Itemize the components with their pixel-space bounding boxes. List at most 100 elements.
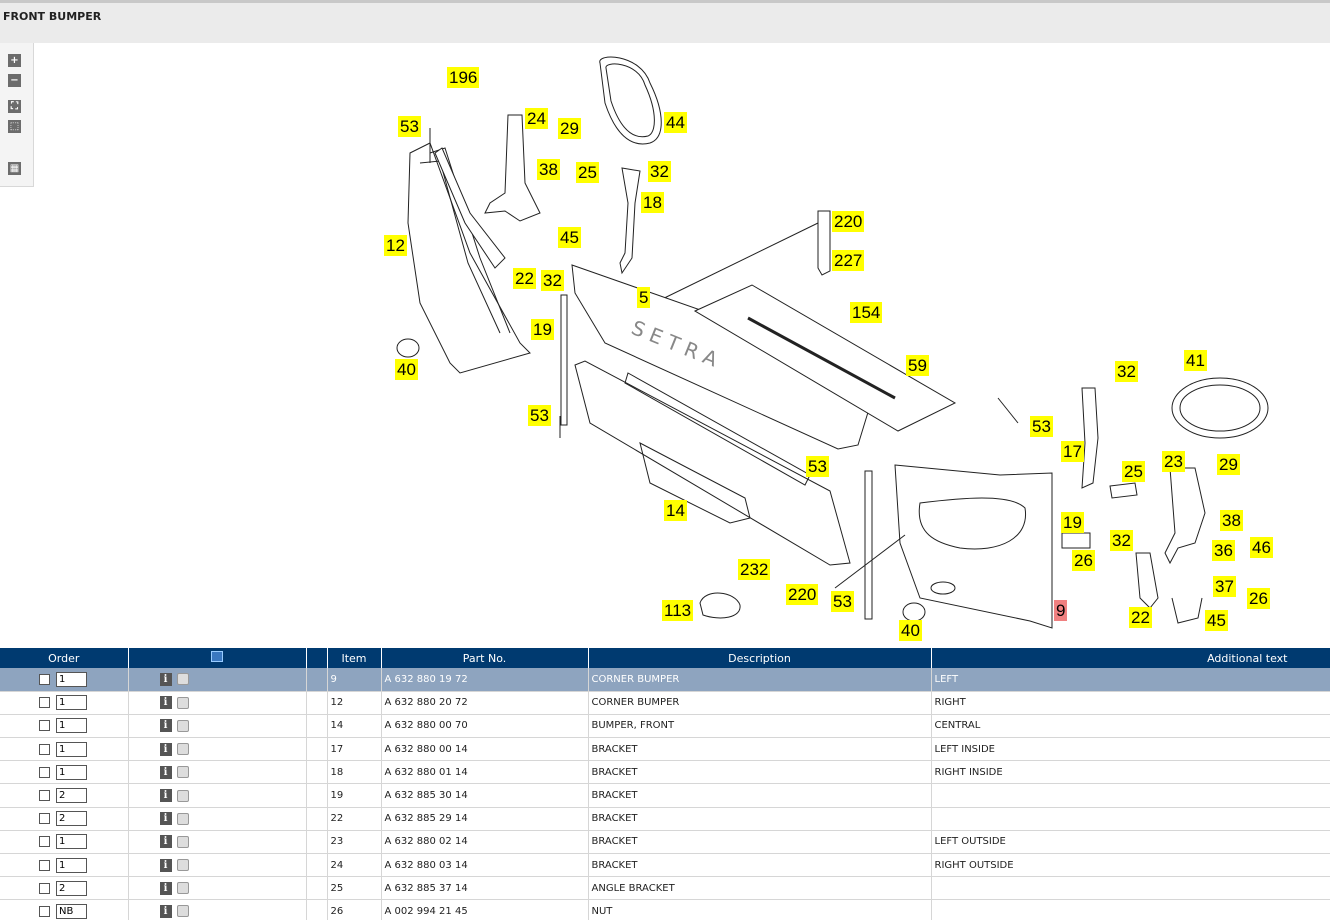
callout-label[interactable]: 44 xyxy=(664,112,687,133)
order-checkbox[interactable] xyxy=(39,790,50,802)
callout-label[interactable]: 19 xyxy=(531,319,554,340)
zoom-region-icon[interactable]: ⬚ xyxy=(8,120,21,133)
info-icon[interactable]: i xyxy=(159,881,172,895)
cube-icon[interactable] xyxy=(176,812,189,825)
column-header-item[interactable]: Item xyxy=(327,648,382,668)
callout-label[interactable]: 12 xyxy=(384,235,407,256)
callout-label-selected[interactable]: 9 xyxy=(1054,600,1068,621)
order-checkbox[interactable] xyxy=(39,905,50,917)
cube-icon[interactable] xyxy=(176,859,189,872)
callout-label[interactable]: 196 xyxy=(447,67,480,88)
fit-to-window-icon[interactable]: ⛶ xyxy=(8,100,21,113)
info-icon[interactable]: i xyxy=(159,696,172,710)
callout-label[interactable]: 19 xyxy=(1061,512,1084,533)
callout-label[interactable]: 32 xyxy=(1115,361,1138,382)
cube-icon[interactable] xyxy=(176,835,189,848)
order-checkbox[interactable] xyxy=(39,743,50,755)
callout-label[interactable]: 40 xyxy=(899,620,922,641)
quantity-input[interactable]: 1 xyxy=(56,857,87,873)
order-checkbox[interactable] xyxy=(39,766,50,778)
callout-label[interactable]: 29 xyxy=(558,118,581,139)
info-icon[interactable]: i xyxy=(159,812,172,826)
parts-diagram[interactable]: S E T R A 196 53 24 29 xyxy=(0,43,1330,648)
callout-label[interactable]: 5 xyxy=(637,287,651,308)
callout-label[interactable]: 36 xyxy=(1212,540,1235,561)
callout-label[interactable]: 26 xyxy=(1247,588,1270,609)
callout-label[interactable]: 22 xyxy=(513,268,536,289)
info-icon[interactable]: i xyxy=(159,719,172,733)
quantity-input[interactable]: 2 xyxy=(56,788,87,804)
callout-label[interactable]: 53 xyxy=(806,456,829,477)
zoom-in-icon[interactable]: + xyxy=(8,54,21,67)
order-checkbox[interactable] xyxy=(39,859,50,871)
callout-label[interactable]: 32 xyxy=(541,270,564,291)
callout-label[interactable]: 26 xyxy=(1072,550,1095,571)
callout-label[interactable]: 154 xyxy=(850,302,883,323)
quantity-input[interactable]: 1 xyxy=(56,741,87,757)
callout-label[interactable]: 40 xyxy=(395,359,418,380)
callout-label[interactable]: 14 xyxy=(664,500,687,521)
callout-label[interactable]: 53 xyxy=(398,116,421,137)
cube-icon[interactable] xyxy=(176,719,189,732)
quantity-input[interactable]: 1 xyxy=(56,671,87,687)
callout-label[interactable]: 53 xyxy=(1030,416,1053,437)
info-icon[interactable]: i xyxy=(159,835,172,849)
cube-icon[interactable] xyxy=(176,743,189,756)
callout-label[interactable]: 18 xyxy=(641,192,664,213)
search-icon[interactable] xyxy=(211,651,223,662)
info-icon[interactable]: i xyxy=(159,672,172,686)
column-header-part-no[interactable]: Part No. xyxy=(381,648,589,668)
order-checkbox[interactable] xyxy=(39,813,50,825)
zoom-out-icon[interactable]: − xyxy=(8,74,21,87)
cube-icon[interactable] xyxy=(176,696,189,709)
callout-label[interactable]: 46 xyxy=(1250,537,1273,558)
cube-icon[interactable] xyxy=(176,789,189,802)
quantity-input[interactable]: 1 xyxy=(56,764,87,780)
callout-label[interactable]: 232 xyxy=(738,559,771,580)
callout-label[interactable]: 53 xyxy=(528,405,551,426)
order-checkbox[interactable] xyxy=(39,697,50,709)
callout-label[interactable]: 41 xyxy=(1184,350,1207,371)
column-header-description[interactable]: Description xyxy=(588,648,932,668)
quantity-input[interactable]: 1 xyxy=(56,718,87,734)
cube-icon[interactable] xyxy=(176,905,189,918)
quantity-input[interactable]: 1 xyxy=(56,834,87,850)
callout-label[interactable]: 38 xyxy=(1220,510,1243,531)
info-icon[interactable]: i xyxy=(159,789,172,803)
callout-label[interactable]: 113 xyxy=(662,600,694,621)
column-header-additional-text[interactable]: Additional text xyxy=(931,648,1330,668)
callout-label[interactable]: 25 xyxy=(1122,461,1145,482)
callout-label[interactable]: 220 xyxy=(832,211,865,232)
cube-icon[interactable] xyxy=(176,882,189,895)
callout-label[interactable]: 38 xyxy=(537,159,560,180)
toggle-view-icon[interactable]: ▦ xyxy=(8,162,21,175)
callout-label[interactable]: 29 xyxy=(1217,454,1240,475)
callout-label[interactable]: 37 xyxy=(1213,576,1236,597)
callout-label[interactable]: 32 xyxy=(1110,530,1133,551)
info-icon[interactable]: i xyxy=(159,742,172,756)
order-checkbox[interactable] xyxy=(39,720,50,732)
order-checkbox[interactable] xyxy=(39,836,50,848)
callout-label[interactable]: 53 xyxy=(831,591,854,612)
info-icon[interactable]: i xyxy=(159,858,172,872)
column-header-info[interactable] xyxy=(128,648,307,668)
quantity-input[interactable]: NB xyxy=(56,903,87,919)
quantity-input[interactable]: 1 xyxy=(56,695,87,711)
info-icon[interactable]: i xyxy=(159,765,172,779)
callout-label[interactable]: 17 xyxy=(1061,441,1084,462)
callout-label[interactable]: 45 xyxy=(558,227,581,248)
callout-label[interactable]: 25 xyxy=(576,162,599,183)
quantity-input[interactable]: 2 xyxy=(56,811,87,827)
callout-label[interactable]: 59 xyxy=(906,355,929,376)
cube-icon[interactable] xyxy=(176,673,189,686)
